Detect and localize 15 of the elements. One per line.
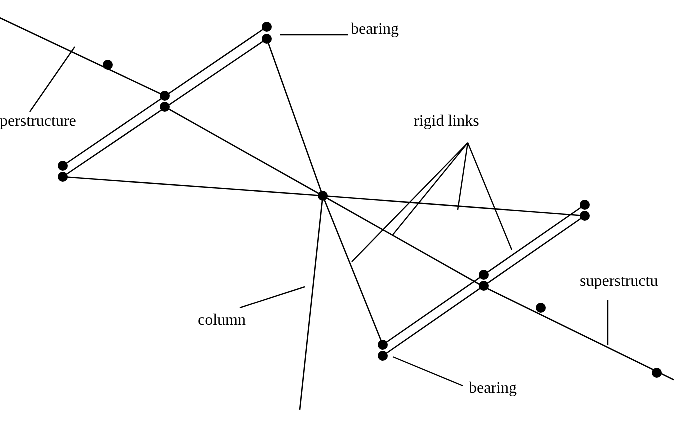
part-label: rigid links: [414, 114, 480, 130]
leader-line: [392, 356, 464, 387]
part-label: bearing: [351, 22, 399, 38]
leader-line: [280, 34, 348, 36]
leader-line: [392, 142, 468, 236]
part-label: perstructure: [0, 114, 76, 130]
leader-line: [467, 142, 513, 250]
part-label: superstructu: [580, 274, 658, 290]
part-label: bearing: [469, 381, 517, 397]
leader-line: [240, 286, 306, 309]
leader-line: [457, 142, 469, 210]
leader-line: [30, 46, 76, 112]
leader-line: [607, 300, 609, 345]
part-label: column: [198, 313, 246, 329]
leader-line: [352, 142, 468, 262]
